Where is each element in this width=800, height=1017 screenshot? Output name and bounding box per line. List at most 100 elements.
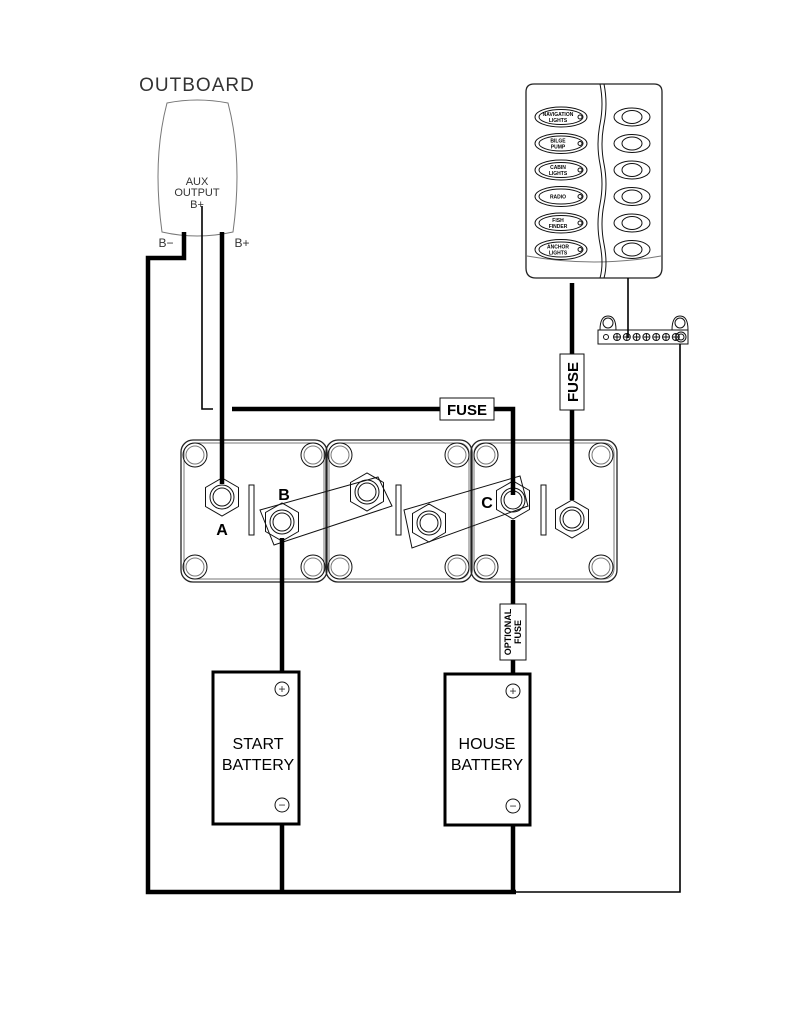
switch-label-line1: CABIN xyxy=(550,165,566,171)
indicator-led xyxy=(577,194,583,199)
bus-screw xyxy=(671,333,680,341)
outboard-body xyxy=(157,99,238,237)
start-battery-negative-terminal xyxy=(274,797,290,813)
rocker-switch-outer[interactable] xyxy=(534,239,588,260)
house-battery-label-2: BATTERY xyxy=(451,757,524,774)
panel-switch-3[interactable]: RADIO xyxy=(534,186,651,207)
rocker-switch-outer[interactable] xyxy=(534,186,588,207)
mount-hole xyxy=(182,554,208,580)
mount-hole xyxy=(444,554,470,580)
switch-label-line1: FISH xyxy=(552,218,564,224)
switch-label-line2: FINDER xyxy=(549,224,568,230)
switch-panel-body xyxy=(525,83,663,279)
mount-hole xyxy=(182,442,208,468)
panel-seam xyxy=(597,83,603,279)
switch-label-line2: PUMP xyxy=(551,145,566,151)
bus-screw xyxy=(652,333,661,341)
indicator-led xyxy=(577,247,583,252)
rocker-switch-outer[interactable] xyxy=(534,159,588,181)
house-battery: + − HOUSE BATTERY xyxy=(443,672,532,827)
rocker-switch-outer[interactable] xyxy=(534,133,588,154)
switch-label-line1: ANCHOR xyxy=(547,245,569,251)
house-battery-label-1: HOUSE xyxy=(459,736,516,753)
switch-label-line1: NAVIGATION xyxy=(543,112,574,118)
switch-label-line2: LIGHTS xyxy=(549,118,568,124)
start-battery-positive-terminal xyxy=(274,681,290,697)
fuse-panel-feed-label: FUSE xyxy=(565,362,582,402)
bus-screw xyxy=(632,333,641,341)
stud-a xyxy=(205,477,239,517)
fuse-optional-line2: FUSE xyxy=(513,620,523,644)
bus-screw xyxy=(622,333,631,341)
spare-switch[interactable] xyxy=(613,213,651,233)
svg-text:−: − xyxy=(278,798,285,812)
mount-hole xyxy=(444,442,470,468)
switch-label-line2: LIGHTS xyxy=(549,251,568,257)
fuse-horizontal-label: FUSE xyxy=(447,402,487,419)
link-bar-c xyxy=(403,475,529,549)
rocker-switch-outer[interactable] xyxy=(534,212,588,234)
rocker-switch-outer[interactable] xyxy=(534,106,588,128)
svg-text:+: + xyxy=(509,684,516,698)
wire-aux-output xyxy=(201,206,213,410)
switch-label-line2: LIGHTS xyxy=(549,171,568,177)
terminal-c-label: C xyxy=(481,495,493,512)
svg-text:−: − xyxy=(509,799,516,813)
stud-load xyxy=(555,499,589,539)
spare-switch[interactable] xyxy=(613,240,651,259)
fuse-optional-line1: OPTIONAL xyxy=(503,608,513,655)
fuse-panel-feed: FUSE xyxy=(559,353,585,411)
spare-switch[interactable] xyxy=(613,160,651,180)
switch-module-2 xyxy=(325,439,473,583)
outboard-negative-label: B− xyxy=(158,236,173,250)
switch-module-3 xyxy=(470,439,618,583)
bus-screw xyxy=(613,333,621,341)
start-battery-label-1: START xyxy=(233,736,284,753)
indicator-led xyxy=(577,114,583,120)
bus-bar-body xyxy=(597,329,689,345)
mount-hole xyxy=(300,442,326,468)
mount-hole xyxy=(588,554,614,580)
aux-output-line2: OUTPUT xyxy=(174,187,220,199)
fuse-horizontal: FUSE xyxy=(439,397,495,421)
mount-hole xyxy=(300,554,326,580)
house-battery-positive-terminal xyxy=(505,683,521,699)
indicator-led xyxy=(577,141,583,146)
switch-label-line1: RADIO xyxy=(550,195,566,201)
wire-fuse-to-c xyxy=(494,406,516,495)
mount-hole xyxy=(327,554,353,580)
spare-switch[interactable] xyxy=(613,134,651,153)
mount-hole xyxy=(473,554,499,580)
outboard-title: OUTBOARD xyxy=(139,75,255,96)
aux-output-line3: B+ xyxy=(190,199,204,211)
stud-b2 xyxy=(350,472,384,512)
spare-switch[interactable] xyxy=(613,107,651,127)
negative-bus-bar xyxy=(597,315,689,345)
terminal-b-label: B xyxy=(278,487,290,504)
switch-label-line1: BILGE xyxy=(550,139,566,145)
bus-screw xyxy=(662,333,670,341)
svg-text:+: + xyxy=(278,682,285,696)
house-battery-negative-terminal xyxy=(505,798,521,814)
mount-hole xyxy=(327,442,353,468)
terminal-a-label: A xyxy=(216,522,228,539)
wire-negative-main xyxy=(145,232,516,895)
spare-switch[interactable] xyxy=(613,187,651,206)
switch-module-1 xyxy=(180,439,328,583)
wires xyxy=(145,206,681,895)
stud-c2 xyxy=(412,503,446,543)
mount-hole xyxy=(473,442,499,468)
aux-output-line1: AUX xyxy=(186,176,209,188)
battery-switch-block: A B C xyxy=(180,439,618,583)
start-battery-label-2: BATTERY xyxy=(222,757,295,774)
indicator-led xyxy=(577,167,583,173)
indicator-led xyxy=(577,220,583,226)
outboard-positive-label: B+ xyxy=(234,236,249,250)
outboard-unit: OUTBOARD AUX OUTPUT B+ B− B+ xyxy=(139,75,255,250)
